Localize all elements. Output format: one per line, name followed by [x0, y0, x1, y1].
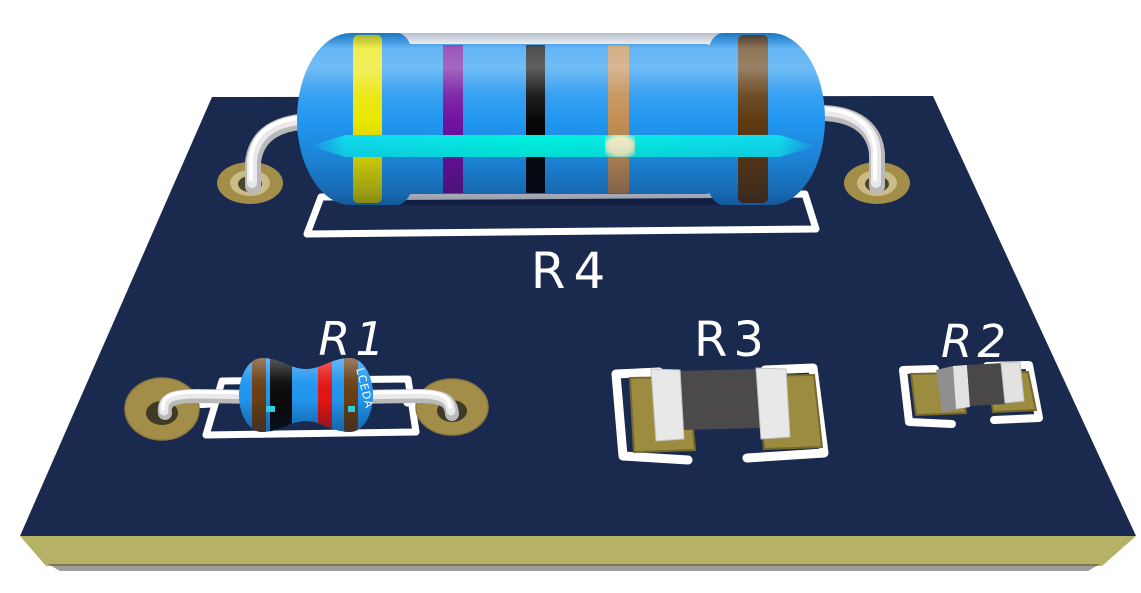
- r4-specular-streak: [310, 135, 815, 157]
- silkscreen-label-r2: R2: [941, 315, 1011, 368]
- r4-band-black: [526, 45, 545, 193]
- r3-terminal-left: [650, 368, 685, 442]
- resistor-r3-body[interactable]: [650, 367, 791, 442]
- r2-silkscreen-bracket-left: [899, 365, 956, 428]
- resistor-r4-body[interactable]: [297, 33, 825, 205]
- r4-specular-hotspot: [605, 135, 635, 157]
- resistor-r2-body[interactable]: [936, 361, 1025, 413]
- silkscreen-label-r1: R1: [318, 312, 390, 366]
- r2-terminal-left-side: [936, 366, 956, 413]
- r4-band-tan: [608, 45, 629, 193]
- r4-band-yellow: [353, 35, 382, 203]
- r3-terminal-right: [755, 367, 791, 440]
- r2-chip-body: [967, 363, 1006, 406]
- r4-silkscreen-outline: [303, 190, 820, 238]
- resistor-r1-body[interactable]: LCEDA: [238, 355, 374, 435]
- r4-band-violet: [443, 45, 463, 193]
- r4-lead-right: [804, 104, 885, 194]
- r4-band-brown: [738, 35, 768, 203]
- silkscreen-label-r4: R4: [530, 242, 614, 300]
- r1-lead-right: [341, 388, 459, 421]
- r2-terminal-right: [1000, 361, 1025, 404]
- r3-silkscreen-bracket-left: [611, 367, 693, 465]
- r2-terminal-left: [953, 365, 970, 409]
- silkscreen-label-r3: R3: [694, 312, 770, 368]
- r3-chip-body: [677, 369, 763, 430]
- r1-lead-left: [157, 388, 269, 420]
- r1-cylinder-shading: [239, 358, 373, 432]
